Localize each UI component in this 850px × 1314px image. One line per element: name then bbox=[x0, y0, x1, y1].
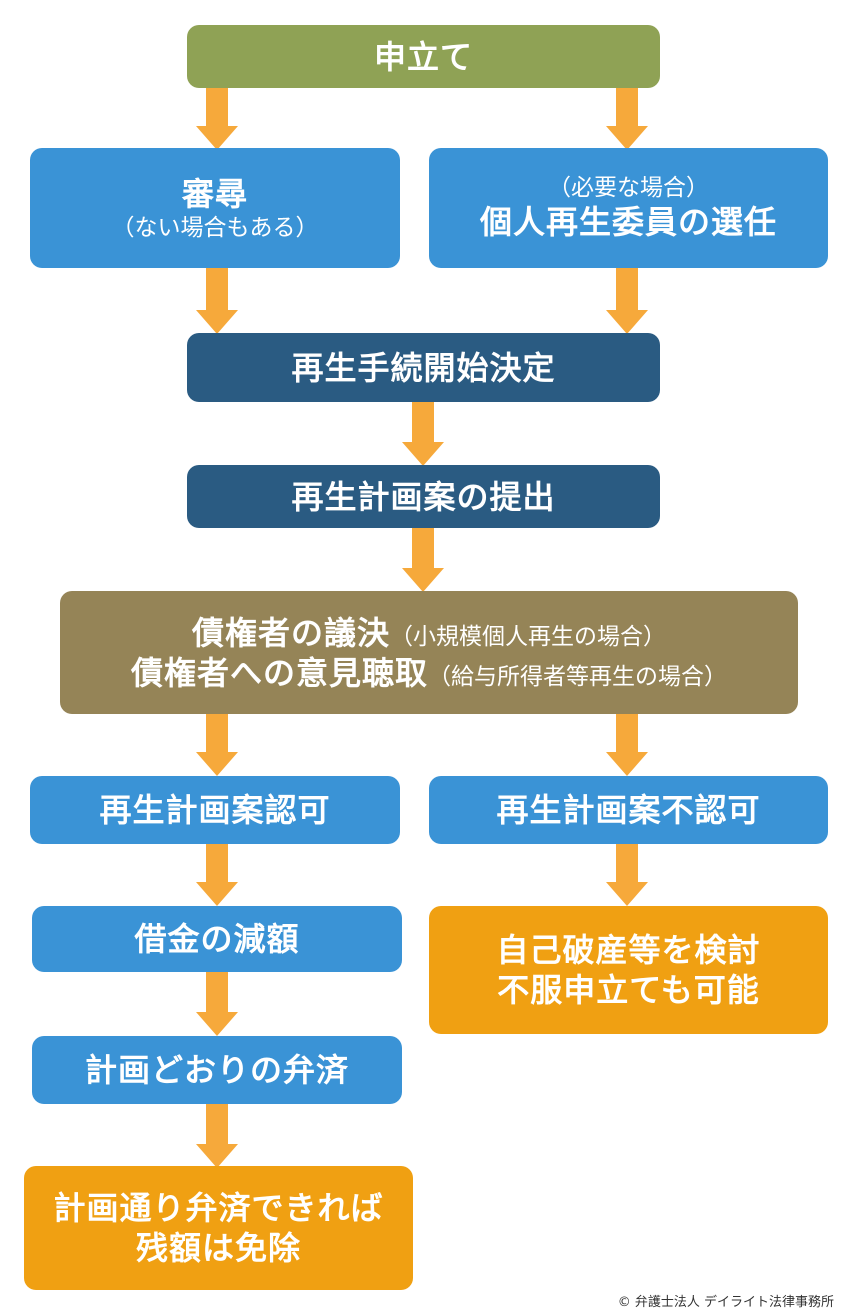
node-creditors-line1-main: 債権者の議決 bbox=[191, 613, 390, 652]
arrow-repayment-to-exemption bbox=[196, 1104, 238, 1168]
node-creditors-line2: 債権者への意見聴取（給与所得者等再生の場合） bbox=[131, 653, 727, 693]
node-application-label: 申立て bbox=[373, 37, 473, 76]
node-examination: 審尋 （ない場合もある） bbox=[30, 148, 400, 268]
node-reduction-label: 借金の減額 bbox=[134, 920, 300, 958]
node-creditors: 債権者の議決（小規模個人再生の場合） 債権者への意見聴取（給与所得者等再生の場合… bbox=[60, 591, 798, 714]
node-commissioner: （必要な場合） 個人再生委員の選任 bbox=[429, 148, 828, 268]
arrow-creditors-to-disapproval bbox=[606, 714, 648, 776]
arrow-creditors-to-approval bbox=[196, 714, 238, 776]
node-commencement: 再生手続開始決定 bbox=[187, 333, 660, 402]
arrow-application-to-commissioner bbox=[606, 88, 648, 150]
node-alternative-line2: 不服申立ても可能 bbox=[497, 971, 760, 1009]
node-examination-main: 審尋 bbox=[181, 174, 248, 213]
arrow-approval-to-reduction bbox=[196, 844, 238, 906]
node-application: 申立て bbox=[187, 25, 660, 88]
node-plan-submission: 再生計画案の提出 bbox=[187, 465, 660, 528]
arrow-examination-to-commencement bbox=[196, 268, 238, 334]
node-commencement-label: 再生手続開始決定 bbox=[291, 348, 556, 387]
node-disapproval-label: 再生計画案不認可 bbox=[496, 791, 761, 829]
node-creditors-line1: 債権者の議決（小規模個人再生の場合） bbox=[192, 613, 666, 653]
node-examination-sub: （ない場合もある） bbox=[111, 214, 319, 241]
node-creditors-line2-sub: （給与所得者等再生の場合） bbox=[428, 663, 727, 690]
node-approval: 再生計画案認可 bbox=[30, 776, 400, 844]
arrow-plan-submission-to-creditors bbox=[402, 528, 444, 592]
arrow-commencement-to-plan-submission bbox=[402, 402, 444, 466]
copyright-credit: © 弁護士法人 デイライト法律事務所 bbox=[617, 1295, 834, 1310]
node-plan-submission-label: 再生計画案の提出 bbox=[291, 477, 556, 516]
node-repayment-label: 計画どおりの弁済 bbox=[84, 1051, 349, 1089]
arrow-commissioner-to-commencement bbox=[606, 268, 648, 334]
arrow-application-to-examination bbox=[196, 88, 238, 150]
arrow-reduction-to-repayment bbox=[196, 972, 238, 1036]
node-exemption-line1: 計画通り弁済できれば bbox=[53, 1189, 384, 1227]
node-creditors-line1-sub: （小規模個人再生の場合） bbox=[390, 623, 666, 650]
node-creditors-line2-main: 債権者への意見聴取 bbox=[130, 653, 428, 692]
node-repayment: 計画どおりの弁済 bbox=[32, 1036, 402, 1104]
node-disapproval: 再生計画案不認可 bbox=[429, 776, 828, 844]
node-commissioner-sub: （必要な場合） bbox=[548, 174, 709, 201]
node-approval-label: 再生計画案認可 bbox=[99, 791, 331, 829]
node-alternative-line1: 自己破産等を検討 bbox=[496, 931, 761, 969]
node-commissioner-main: 個人再生委員の選任 bbox=[479, 203, 777, 242]
node-alternative: 自己破産等を検討 不服申立ても可能 bbox=[429, 906, 828, 1034]
arrow-disapproval-to-alternative bbox=[606, 844, 648, 906]
node-exemption-line2: 残額は免除 bbox=[135, 1229, 301, 1267]
node-reduction: 借金の減額 bbox=[32, 906, 402, 972]
node-exemption: 計画通り弁済できれば 残額は免除 bbox=[24, 1166, 413, 1290]
